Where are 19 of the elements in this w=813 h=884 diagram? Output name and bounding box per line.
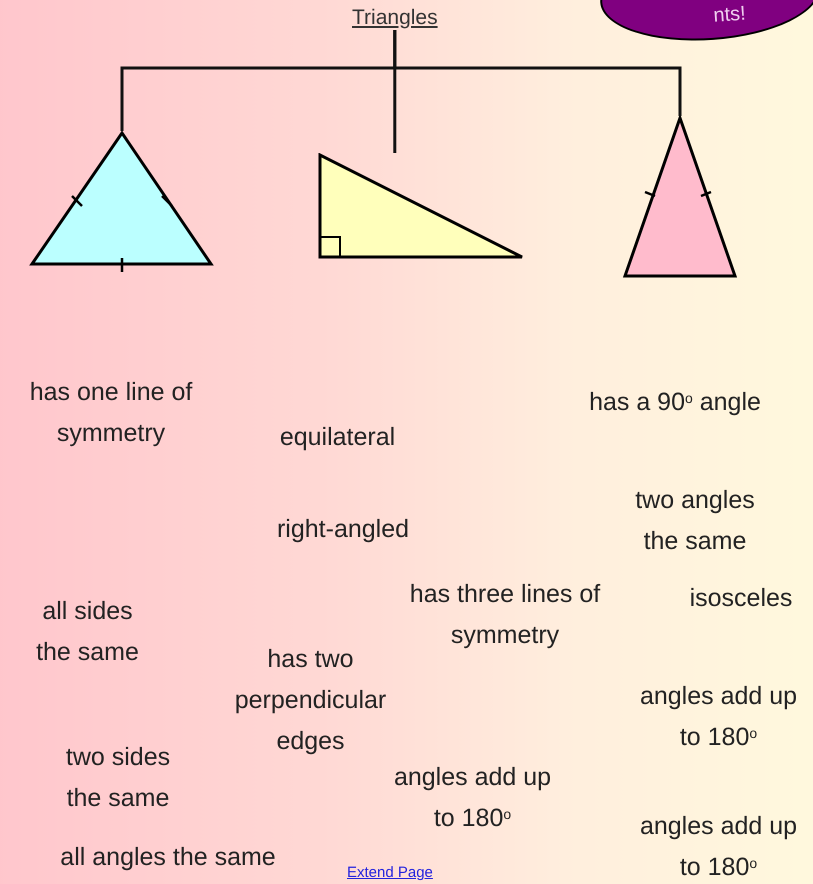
feature-text: two sides the same [64, 742, 172, 814]
triangle-name: right-angled [276, 514, 410, 545]
feature-text: has a 90$^{o}$ angle [588, 387, 762, 418]
bracket-line [393, 30, 682, 116]
feature-text: has three lines of symmetry [408, 579, 602, 651]
feature-text: angles add up to 180$^{o}$ [638, 811, 798, 883]
extend-page-link: Extend Page [347, 864, 433, 882]
feature-text: two angles the same [634, 485, 756, 557]
feature-text: has one line of symmetry [28, 377, 194, 449]
title-text: Triangles [352, 6, 438, 30]
triangle-name: isosceles [688, 583, 794, 614]
triangle-name: equilateral [278, 422, 396, 453]
isosceles-triangle [621, 116, 739, 280]
feature-text: all sides the same [35, 596, 140, 668]
feature-text: angles add up to 180$^{o}$ [392, 762, 552, 834]
feature-text: all angles the same [59, 842, 277, 873]
feature-text: angles add up to 180$^{o}$ [638, 681, 798, 753]
equilateral-triangle [28, 131, 216, 275]
feature-text: has two perpendicular edges [234, 644, 388, 757]
